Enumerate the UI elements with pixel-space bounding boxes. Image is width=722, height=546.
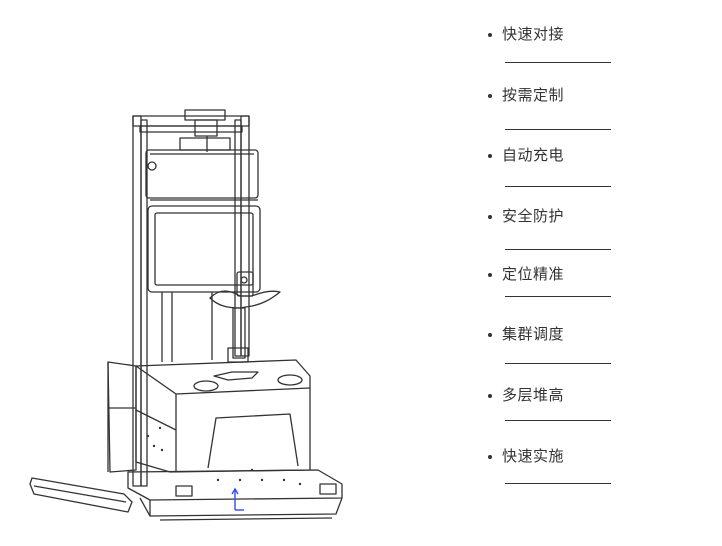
- fork: [29, 477, 133, 513]
- feature-label: 快速实施: [502, 447, 565, 465]
- feature-label: 自动充电: [502, 146, 565, 164]
- inner-rails: [161, 292, 213, 362]
- divider: [505, 186, 611, 187]
- bullet-icon: [488, 94, 492, 98]
- drive-unit-body: [135, 359, 311, 473]
- divider: [505, 62, 611, 63]
- bullet-icon: [488, 273, 492, 277]
- bullet-icon: [488, 154, 492, 158]
- divider: [505, 420, 611, 421]
- divider: [505, 363, 611, 364]
- divider: [505, 296, 611, 297]
- bullet-icon: [488, 215, 492, 219]
- feature-label: 安全防护: [502, 207, 565, 225]
- back-frame: [107, 361, 137, 473]
- bullet-icon: [488, 394, 492, 398]
- divider: [505, 483, 611, 484]
- divider: [505, 129, 611, 130]
- panel-dots: [146, 426, 302, 486]
- divider: [505, 249, 611, 250]
- feature-label: 集群调度: [502, 325, 565, 343]
- upper-control-box: [145, 137, 259, 199]
- feature-label: 多层堆高: [502, 386, 565, 404]
- bullet-icon: [488, 333, 492, 337]
- feature-label: 快速对接: [502, 25, 565, 43]
- bullet-icon: [488, 33, 492, 37]
- bullet-icon: [488, 455, 492, 459]
- feature-label: 按需定制: [502, 86, 565, 104]
- agv-forklift-drawing: [29, 109, 343, 521]
- mast: [132, 109, 250, 487]
- display-screen: [147, 199, 261, 293]
- coordinate-axis-icon: [231, 487, 244, 511]
- chassis-base: [127, 469, 343, 521]
- feature-label: 定位精准: [502, 265, 565, 283]
